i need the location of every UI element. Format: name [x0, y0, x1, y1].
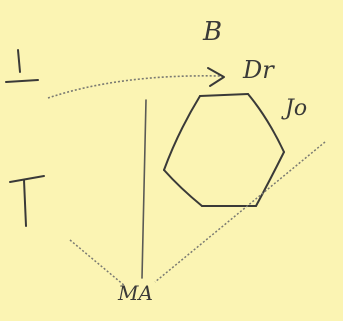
arrow-head-icon	[207, 67, 225, 87]
label-jo: Jo	[281, 96, 307, 121]
mark-t-stem	[23, 179, 27, 227]
hexagon-right-upper-edge	[247, 93, 285, 153]
mark-underline-top	[5, 79, 39, 83]
hexagon-right-lower-edge	[255, 151, 285, 207]
hexagon-left-lower-edge	[163, 169, 203, 207]
hexagon-left-upper-edge	[163, 95, 201, 171]
mark-vertical-top	[17, 49, 21, 73]
hexagon-top-edge	[199, 93, 249, 97]
label-ma: MA	[117, 281, 153, 305]
label-b: B	[202, 17, 222, 47]
arrow-to-dr-line	[47, 75, 221, 99]
dotted-line-right	[154, 141, 326, 283]
mark-t-bar	[9, 175, 45, 183]
center-vertical-line	[141, 99, 147, 279]
label-dr: Dr	[242, 56, 275, 84]
dotted-line-left	[69, 239, 126, 287]
